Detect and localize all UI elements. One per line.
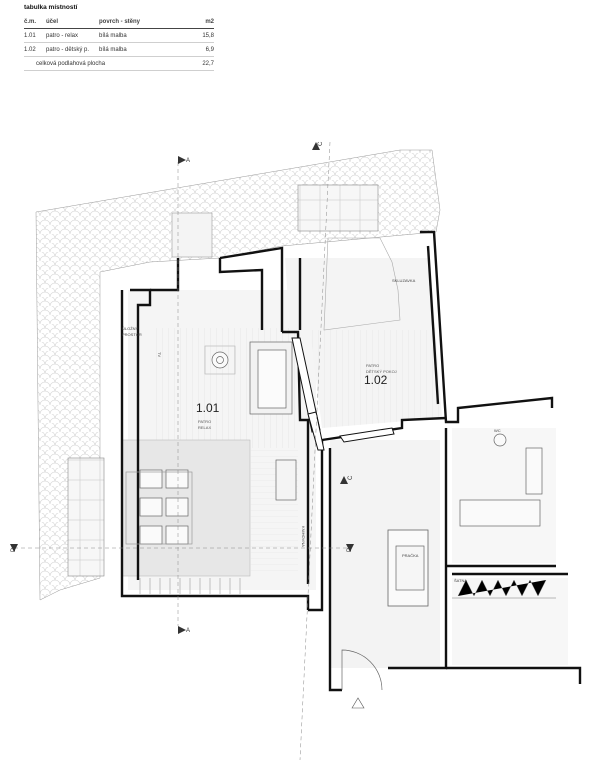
skylights bbox=[67, 184, 379, 577]
furniture bbox=[125, 341, 543, 591]
room-102-line2: DĚTSKÝ POKOJ bbox=[366, 369, 397, 374]
walls bbox=[120, 230, 582, 692]
row-surface: bílá malba bbox=[99, 32, 127, 39]
room-101-line2: RELAX bbox=[198, 425, 211, 430]
section-d-label-left: D bbox=[11, 547, 17, 552]
section-markers: A A C C D D bbox=[10, 141, 354, 634]
section-d-label-right: D bbox=[347, 547, 353, 552]
stairs bbox=[139, 578, 241, 594]
entry-arrow bbox=[351, 697, 365, 709]
section-lines bbox=[14, 141, 350, 761]
table-total-row: celková podlahová plocha 22,7 bbox=[24, 57, 214, 71]
room-table: tabulka místností č.m. účel povrch - stě… bbox=[24, 4, 214, 71]
row-purpose: patro - dětský p. bbox=[46, 46, 90, 53]
label-storage-2: PROSTOR bbox=[122, 332, 142, 337]
total-label: celková podlahová plocha bbox=[36, 60, 106, 67]
table-row: 1.01 patro - relax bílá malba 15,8 bbox=[24, 29, 214, 43]
room-101-number: 1.01 bbox=[196, 401, 220, 415]
row-area: 15,8 bbox=[202, 32, 214, 39]
door-swing bbox=[341, 649, 383, 691]
row-purpose: patro - relax bbox=[46, 32, 79, 39]
header-surface: povrch - stěny bbox=[99, 18, 141, 25]
plan-labels: ÚLOŽNÝ PROSTOR TV SKLUZAVKA WC PRAČKA ŠA… bbox=[122, 278, 501, 583]
header-purpose: účel bbox=[46, 18, 59, 25]
label-knihovna: KNIHOVNA bbox=[301, 526, 306, 547]
room-102-number: 1.02 bbox=[364, 373, 388, 387]
row-area: 6,9 bbox=[205, 46, 214, 53]
label-pracka: PRAČKA bbox=[402, 553, 419, 558]
section-a-label-top: A bbox=[186, 158, 190, 164]
label-storage: ÚLOŽNÝ bbox=[122, 326, 139, 331]
header-area: m2 bbox=[205, 18, 214, 25]
label-skluzavka: SKLUZAVKA bbox=[392, 278, 416, 283]
section-marker-a-bottom: A bbox=[178, 626, 190, 634]
table-row: 1.02 patro - dětský p. bílá malba 6,9 bbox=[24, 43, 214, 57]
section-c-label-mid: C bbox=[348, 475, 354, 480]
row-surface: bílá malba bbox=[99, 46, 127, 53]
section-marker-d-right: D bbox=[346, 544, 354, 552]
section-marker-c-mid: C bbox=[340, 475, 354, 484]
room-101-line1: PATRO bbox=[198, 419, 211, 424]
header-num: č.m. bbox=[24, 18, 37, 25]
section-a-label-bottom: A bbox=[186, 628, 190, 634]
room-labels: 1.01 PATRO RELAX 1.02 PATRO DĚTSKÝ POKOJ bbox=[196, 363, 397, 430]
row-num: 1.01 bbox=[24, 32, 36, 39]
total-value: 22,7 bbox=[202, 60, 214, 67]
room-102-line1: PATRO bbox=[366, 363, 379, 368]
section-marker-c-top: C bbox=[312, 141, 324, 150]
room-table-header: č.m. účel povrch - stěny m2 bbox=[24, 15, 214, 29]
label-tv: TV bbox=[157, 352, 162, 357]
room-table-title: tabulka místností bbox=[24, 4, 78, 11]
label-satna: ŠATNA bbox=[454, 578, 467, 583]
slide bbox=[323, 237, 401, 331]
label-wc: WC bbox=[494, 428, 501, 433]
row-num: 1.02 bbox=[24, 46, 36, 53]
wardrobe-hatch bbox=[452, 579, 556, 599]
floors bbox=[121, 258, 568, 668]
section-marker-d-left: D bbox=[10, 544, 18, 552]
section-c-label-top: C bbox=[318, 141, 324, 146]
section-marker-a-top: A bbox=[178, 156, 190, 164]
